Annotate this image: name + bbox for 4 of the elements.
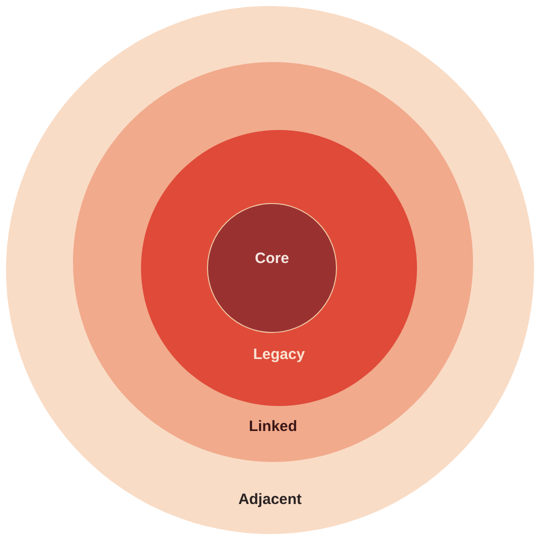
ring-label: Legacy [253,346,305,363]
ring-label: Linked [248,418,298,435]
ring-label: Core [254,250,290,267]
ring-label: Adjacent [238,491,302,508]
